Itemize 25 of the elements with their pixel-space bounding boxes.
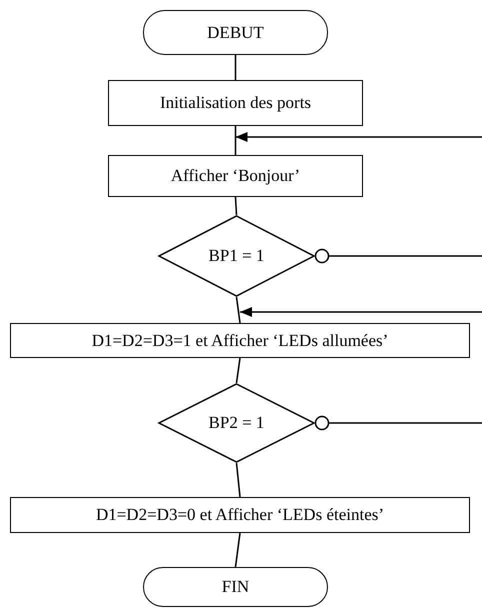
process-box bbox=[108, 155, 363, 197]
node-label: Initialisation des ports bbox=[160, 93, 312, 113]
terminal-shape bbox=[143, 567, 328, 607]
arrow bbox=[236, 132, 482, 142]
decision-diamond bbox=[158, 215, 315, 297]
node-label: FIN bbox=[222, 577, 250, 597]
node-label: D1=D2=D3=1 et Afficher ‘LEDs allumées’ bbox=[92, 330, 388, 350]
arrow bbox=[240, 307, 482, 317]
process-box bbox=[10, 323, 470, 358]
terminal-shape bbox=[143, 10, 328, 55]
connector-line bbox=[236, 296, 241, 324]
process-box bbox=[108, 80, 363, 126]
connector-line bbox=[234, 55, 236, 80]
node-label: D1=D2=D3=0 et Afficher ‘LEDs éteintes’ bbox=[96, 505, 384, 525]
node-label: DEBUT bbox=[207, 22, 264, 42]
connector-line bbox=[234, 532, 241, 568]
connector-line bbox=[236, 358, 241, 384]
node-label: BP2 = 1 bbox=[208, 413, 264, 433]
node-label: Afficher ‘Bonjour’ bbox=[170, 166, 300, 186]
decision-diamond bbox=[158, 383, 315, 463]
process-box bbox=[10, 497, 470, 533]
connector-line bbox=[234, 126, 236, 155]
connector-line bbox=[236, 462, 241, 498]
connector-line bbox=[234, 196, 238, 216]
node-label: BP1 = 1 bbox=[208, 246, 264, 266]
